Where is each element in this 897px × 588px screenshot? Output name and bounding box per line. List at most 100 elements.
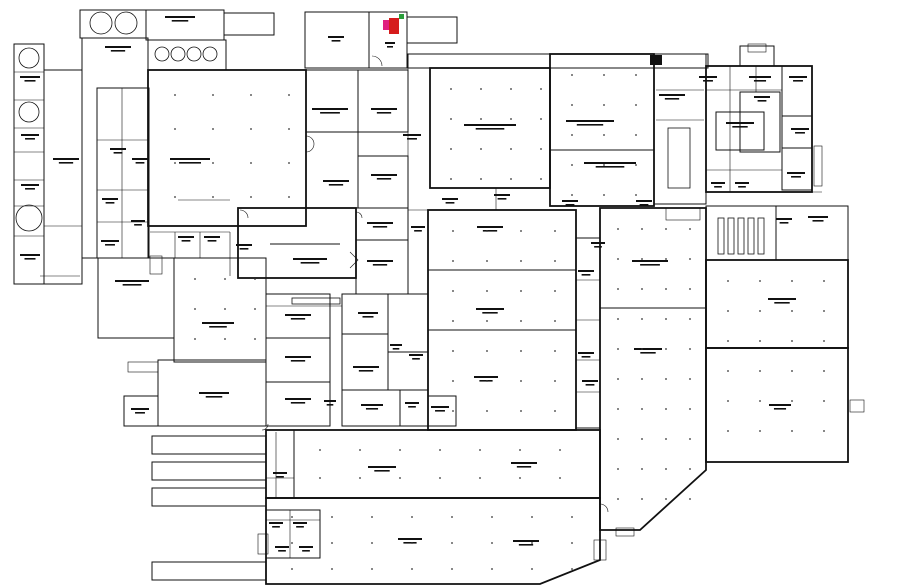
grid-dot (665, 318, 667, 320)
room-tag (659, 94, 685, 96)
room-tag (131, 408, 149, 410)
room-tag (285, 314, 311, 316)
room-tag (632, 260, 668, 262)
room-tag (477, 226, 503, 228)
grid-dot (571, 74, 573, 76)
grid-dot (520, 350, 522, 352)
room-tag-subline (376, 112, 392, 114)
grid-dot (452, 380, 454, 382)
grid-dot (689, 378, 691, 380)
room-tag (275, 546, 289, 548)
room-tag (636, 200, 652, 202)
grid-dot (791, 340, 793, 342)
room-tag (20, 254, 40, 256)
grid-dot (479, 449, 481, 451)
room-tag (735, 182, 749, 184)
grid-dot (603, 194, 605, 196)
grid-dot (554, 320, 556, 322)
grid-dot (540, 118, 542, 120)
door-swing-icon (239, 209, 249, 219)
grid-dot (540, 148, 542, 150)
stair-icon (747, 43, 767, 53)
room-tag-subline (276, 476, 284, 478)
room-tag-subline (791, 176, 801, 178)
room-tag-subline (290, 402, 306, 404)
grid-dot (224, 308, 226, 310)
grid-dot (480, 118, 482, 120)
tanks-group (15, 11, 765, 305)
grid-dot (491, 568, 493, 570)
grid-dot (174, 196, 176, 198)
room-tag-subline (576, 124, 604, 126)
room-tag (634, 348, 662, 350)
grid-dot (452, 320, 454, 322)
grid-dot (759, 340, 761, 342)
room-tag (390, 344, 402, 346)
room-tag-subline (581, 356, 591, 358)
grid-dot (452, 410, 454, 412)
grid-dot (371, 516, 373, 518)
room-tag (165, 16, 195, 18)
room-tag (367, 222, 393, 224)
grid-dot (359, 477, 361, 479)
room-tag-subline (738, 186, 746, 188)
ceiling-grid-dots (174, 74, 825, 570)
room-tag (361, 404, 383, 406)
grid-dot (727, 340, 729, 342)
room-tag (789, 76, 807, 78)
room-tag-subline (757, 100, 767, 102)
grid-dot (571, 516, 573, 518)
room-tag (476, 308, 504, 310)
tank-icon (15, 204, 43, 232)
grid-dot (439, 449, 441, 451)
grid-dot (635, 74, 637, 76)
room-tag (132, 158, 148, 160)
grid-dot (254, 308, 256, 310)
grid-dot (371, 568, 373, 570)
grid-dot (791, 370, 793, 372)
door-swing-icon (261, 423, 269, 431)
grid-dot (617, 228, 619, 230)
room-tag (269, 522, 283, 524)
room-tag-subline (639, 204, 649, 206)
grid-dot (452, 230, 454, 232)
grid-dot (452, 260, 454, 262)
room-tag (324, 400, 336, 402)
room-tag-subline (732, 126, 748, 128)
room-tag (20, 76, 40, 78)
room-tag-subline (376, 178, 392, 180)
room-tag-subline (207, 240, 217, 242)
tank-icon (154, 46, 170, 62)
grid-dot (823, 430, 825, 432)
grid-dot (617, 288, 619, 290)
room-tag-subline (113, 152, 123, 154)
room-tag (726, 122, 754, 124)
grid-dot (689, 348, 691, 350)
grid-dot (603, 74, 605, 76)
grid-dot (759, 370, 761, 372)
grid-dot (689, 408, 691, 410)
grid-dot (451, 568, 453, 570)
grid-dot (451, 542, 453, 544)
grid-dot (480, 148, 482, 150)
grid-dot (727, 430, 729, 432)
interior-partitions (14, 66, 822, 558)
door-swing-icon (305, 143, 315, 153)
room-tag (591, 242, 605, 244)
grid-dot (411, 568, 413, 570)
room-tag-subline (302, 550, 310, 552)
room-tag-subline (585, 384, 595, 386)
grid-dot (665, 288, 667, 290)
room-tag (442, 198, 458, 200)
room-tag-subline (408, 406, 416, 408)
room-tag-subline (714, 186, 722, 188)
grid-dot (791, 430, 793, 432)
grid-dot (665, 498, 667, 500)
room-tag (405, 402, 419, 404)
grid-dot (194, 278, 196, 280)
grid-dot (331, 516, 333, 518)
marker-icon[interactable] (383, 14, 404, 34)
door-swing-icon (599, 503, 609, 513)
room-tag (204, 236, 220, 238)
stair-icon (593, 539, 607, 561)
